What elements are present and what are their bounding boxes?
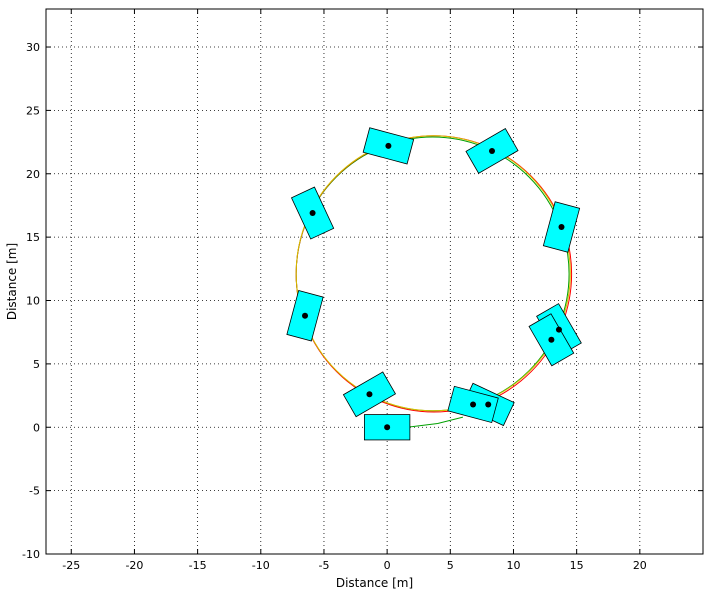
vehicle-center-point bbox=[302, 312, 309, 319]
x-tick-label: -10 bbox=[252, 559, 270, 572]
y-tick-label: 0 bbox=[33, 421, 40, 434]
y-tick-label: 10 bbox=[26, 295, 40, 308]
y-axis-label: Distance [m] bbox=[5, 243, 19, 320]
y-tick-label: 20 bbox=[26, 168, 40, 181]
y-tick-label: -10 bbox=[22, 548, 40, 561]
vehicle-center-point bbox=[489, 147, 496, 154]
y-tick-label: 15 bbox=[26, 231, 40, 244]
y-tick-label: 30 bbox=[26, 41, 40, 54]
y-tick-label: 25 bbox=[26, 104, 40, 117]
vehicle-center-point bbox=[485, 401, 492, 408]
axis-ticks: -25 -20 -15 -10 -5 0 5 10 15 20 -10 -5 0 5 10 15 20 25 30 bbox=[22, 9, 703, 572]
trajectory-paths bbox=[295, 135, 573, 428]
y-tick-label: 5 bbox=[33, 358, 40, 371]
vehicle-center-point bbox=[555, 326, 562, 333]
vehicle-center-point bbox=[558, 224, 565, 230]
x-tick-label: 10 bbox=[506, 559, 520, 572]
vehicle-center-point bbox=[384, 424, 391, 431]
vehicle-center-point bbox=[385, 142, 392, 149]
vehicle-poses bbox=[286, 127, 582, 441]
x-tick-label: -25 bbox=[62, 559, 80, 572]
vehicle-center-point bbox=[470, 401, 477, 408]
vehicle-center-point bbox=[548, 336, 555, 343]
x-tick-label: -15 bbox=[189, 559, 207, 572]
x-axis-label: Distance [m] bbox=[336, 576, 413, 590]
y-tick-label: -5 bbox=[29, 485, 40, 498]
x-tick-label: 0 bbox=[384, 559, 391, 572]
trajectory-series bbox=[295, 135, 571, 412]
x-tick-label: -5 bbox=[318, 559, 329, 572]
x-tick-label: 20 bbox=[633, 559, 647, 572]
plot-area bbox=[45, 8, 704, 555]
x-tick-label: 15 bbox=[570, 559, 584, 572]
x-tick-label: 5 bbox=[447, 559, 454, 572]
x-tick-label: -20 bbox=[125, 559, 143, 572]
vehicle-center-point bbox=[366, 391, 373, 398]
vehicle-center-point bbox=[309, 210, 316, 217]
